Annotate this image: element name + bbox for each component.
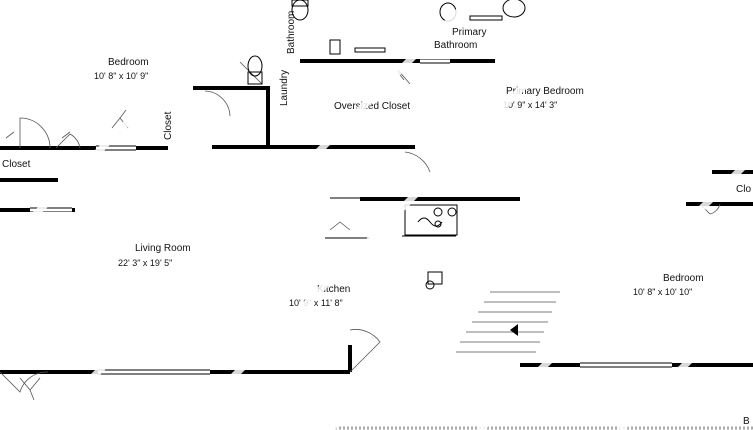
primary-bedroom-dims: 10' 9" x 14' 3": [503, 100, 558, 110]
kitchen-fixtures: [325, 197, 458, 290]
living-room-dims: 22' 3" x 19' 5": [118, 258, 173, 268]
primary-bathroom-label-line2: Bathroom: [434, 40, 478, 51]
primary-bedroom-label: Primary Bedroom: [506, 86, 584, 97]
bathroom-label: Bathroom: [286, 10, 297, 54]
closet-vertical-label: Closet: [163, 111, 174, 140]
oversized-closet-label: Oversized Closet: [334, 101, 411, 112]
cabinet-hatching: [5, 71, 405, 401]
closet-left-label: Closet: [2, 159, 31, 170]
closet-right-label: Clo: [736, 184, 752, 195]
laundry-label: Laundry: [279, 69, 290, 106]
bedroom-top-left-label: Bedroom: [108, 57, 149, 68]
living-room-label: Living Room: [135, 243, 191, 254]
primary-bathroom-label-line1: Primary: [452, 27, 487, 38]
bedroom-right-dims: 10' 8" x 10' 10": [633, 287, 693, 297]
kitchen-label: Kitchen: [317, 284, 351, 295]
corner-mark: B: [743, 416, 750, 427]
bedroom-right-label: Bedroom: [663, 273, 704, 284]
bedroom-top-left-dims: 10' 8" x 10' 9": [94, 71, 149, 81]
stairs: [456, 291, 560, 353]
kitchen-dims: 10' 9" x 11' 8": [289, 298, 343, 308]
